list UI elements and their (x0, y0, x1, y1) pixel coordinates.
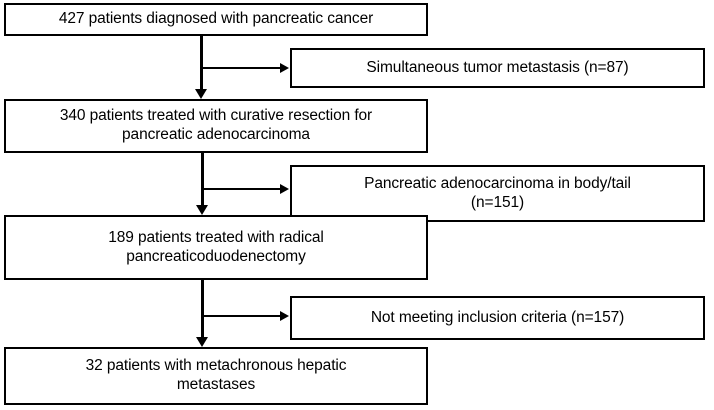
node-pancreaticoduodenectomy: 189 patients treated with radical pancre… (4, 215, 428, 280)
node-not-meeting-criteria-label: Not meeting inclusion criteria (n=157) (370, 308, 625, 326)
connector-3-arrowhead-down (196, 337, 208, 347)
node-metachronous-hepatic-label: 32 patients with metachronous hepatic me… (85, 357, 347, 393)
connector-2-branch (202, 188, 281, 190)
connector-1-arrowhead-down (195, 89, 207, 99)
connector-3-branch (202, 315, 281, 317)
node-simultaneous-metastasis-label: Simultaneous tumor metastasis (n=87) (366, 58, 629, 76)
connector-2-arrowhead-down (196, 205, 208, 215)
node-body-tail-label: Pancreatic adenocarcinoma in body/tail (… (364, 174, 631, 211)
node-diagnosed: 427 patients diagnosed with pancreatic c… (4, 3, 428, 36)
node-simultaneous-metastasis: Simultaneous tumor metastasis (n=87) (290, 48, 705, 88)
node-not-meeting-criteria: Not meeting inclusion criteria (n=157) (290, 296, 705, 340)
connector-1-branch (201, 67, 281, 69)
node-metachronous-hepatic: 32 patients with metachronous hepatic me… (4, 347, 428, 405)
connector-2-arrowhead-right (280, 184, 289, 194)
connector-1-arrowhead-right (280, 63, 289, 73)
node-diagnosed-label: 427 patients diagnosed with pancreatic c… (58, 10, 374, 28)
node-pancreaticoduodenectomy-label: 189 patients treated with radical pancre… (108, 228, 324, 265)
node-body-tail: Pancreatic adenocarcinoma in body/tail (… (290, 165, 705, 222)
node-curative-resection: 340 patients treated with curative resec… (4, 99, 428, 153)
connector-2-trunk (201, 153, 204, 206)
connector-1-trunk (200, 36, 203, 90)
node-curative-resection-label: 340 patients treated with curative resec… (59, 107, 373, 143)
connector-3-arrowhead-right (280, 311, 289, 321)
connector-3-trunk (201, 280, 204, 338)
